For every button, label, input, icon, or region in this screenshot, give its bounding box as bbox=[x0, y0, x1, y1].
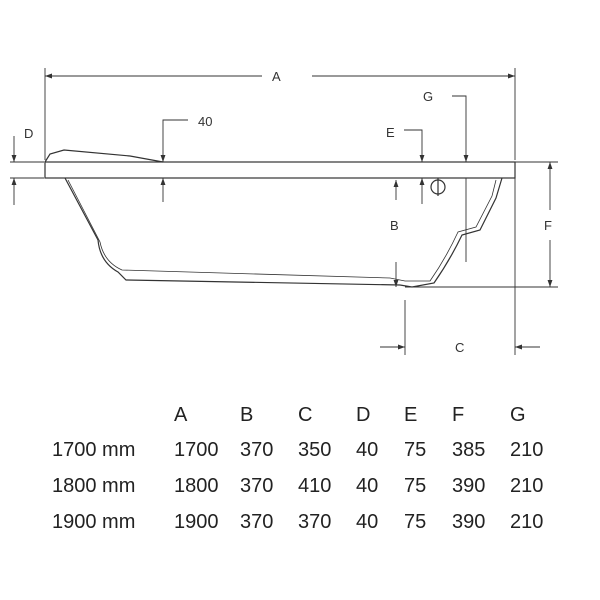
cell-g: 210 bbox=[510, 438, 544, 461]
table-header-e: E bbox=[404, 403, 418, 426]
table-header-size bbox=[52, 398, 174, 432]
bathtub-rim bbox=[44, 161, 516, 179]
dim-label-b: B bbox=[390, 218, 399, 233]
dim-40-arrow-top bbox=[160, 119, 188, 162]
cell-a: 1700 bbox=[174, 438, 219, 461]
cell-c: 370 bbox=[298, 510, 332, 533]
dim-label-c: C bbox=[455, 340, 464, 355]
cell-f: 385 bbox=[452, 438, 486, 461]
cell-e: 75 bbox=[404, 510, 427, 533]
table-header-c: C bbox=[298, 403, 313, 426]
cell-b: 370 bbox=[240, 510, 274, 533]
cell-d: 40 bbox=[356, 438, 379, 461]
table-header-f: F bbox=[452, 403, 465, 426]
table-header-d: D bbox=[356, 403, 371, 426]
dim-label-g: G bbox=[423, 89, 433, 104]
dim-label-40: 40 bbox=[198, 114, 212, 129]
cell-d: 40 bbox=[356, 474, 379, 497]
table-header-a: A bbox=[174, 403, 188, 426]
table-row: 1700 mm 1700 370 350 40 75 385 210 bbox=[52, 432, 570, 468]
table-row: 1900 mm 1900 370 370 40 75 390 210 bbox=[52, 504, 570, 540]
bathtub-backrest bbox=[44, 149, 164, 163]
cell-d: 40 bbox=[356, 510, 379, 533]
cell-a: 1900 bbox=[174, 510, 219, 533]
cell-b: 370 bbox=[240, 474, 274, 497]
cell-f: 390 bbox=[452, 474, 486, 497]
dim-label-d: D bbox=[24, 126, 33, 141]
dim-label-e: E bbox=[386, 125, 395, 140]
dimension-lines bbox=[10, 68, 558, 355]
cell-f: 390 bbox=[452, 510, 486, 533]
table-row: 1800 mm 1800 370 410 40 75 390 210 bbox=[52, 468, 570, 504]
table-header-row: A B C D E F G bbox=[52, 398, 570, 432]
dim-g-line bbox=[452, 95, 469, 162]
row-size-label: 1800 mm bbox=[52, 474, 136, 497]
cell-a: 1800 bbox=[174, 474, 219, 497]
dim-e-arrow-top bbox=[404, 129, 425, 162]
cell-c: 410 bbox=[298, 474, 332, 497]
cell-c: 350 bbox=[298, 438, 332, 461]
bathtub-profile bbox=[44, 149, 516, 288]
bathtub-dimension-drawing: A D 40 E G B F C bbox=[10, 68, 558, 355]
table-header-b: B bbox=[240, 403, 254, 426]
row-size-label: 1700 mm bbox=[52, 438, 136, 461]
dim-label-a: A bbox=[272, 69, 281, 84]
bathtub-inner-contour bbox=[67, 179, 497, 282]
cell-g: 210 bbox=[510, 474, 544, 497]
dim-label-f: F bbox=[544, 218, 552, 233]
row-size-label: 1900 mm bbox=[52, 510, 136, 533]
cell-e: 75 bbox=[404, 438, 427, 461]
cell-g: 210 bbox=[510, 510, 544, 533]
cell-e: 75 bbox=[404, 474, 427, 497]
dimension-table: A B C D E F G 1700 mm 1700 370 350 40 75… bbox=[52, 398, 570, 540]
cell-b: 370 bbox=[240, 438, 274, 461]
table-header-g: G bbox=[510, 403, 526, 426]
